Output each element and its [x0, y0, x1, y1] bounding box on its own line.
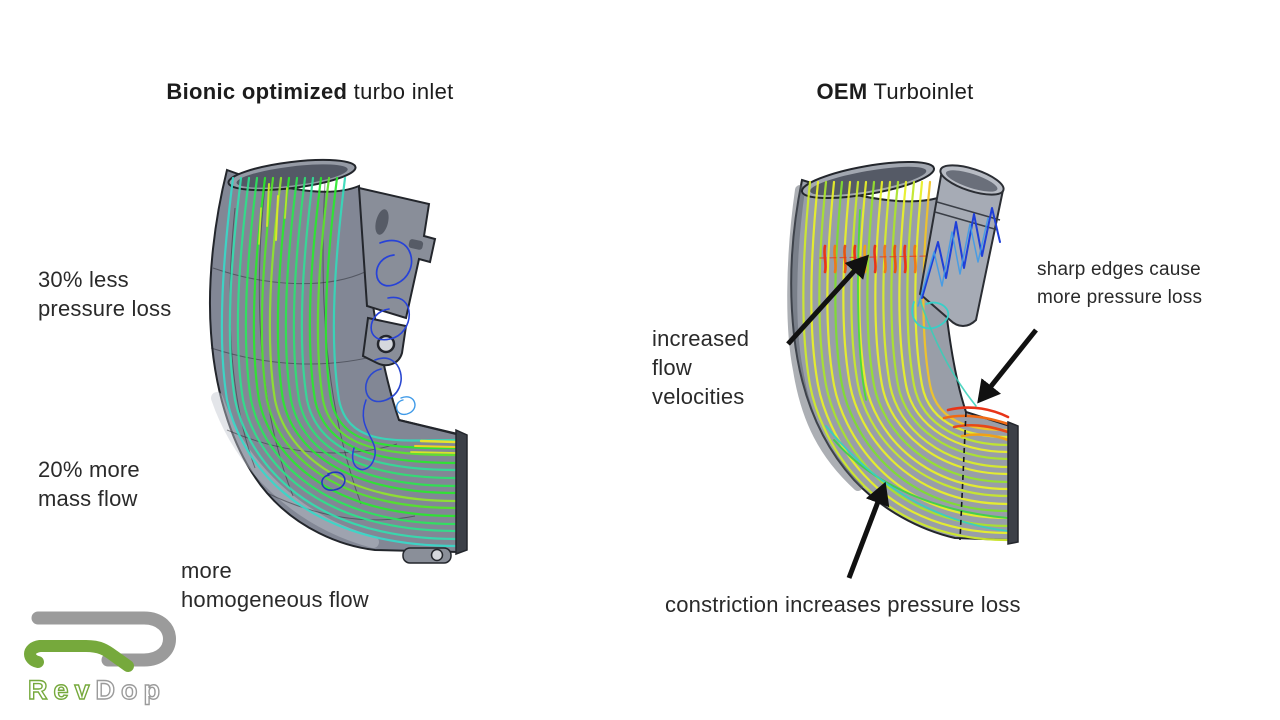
note-constriction: constriction increases pressure loss: [665, 590, 1021, 619]
note-homogeneous-flow: more homogeneous flow: [181, 556, 369, 614]
note-increased-velocities: increased flow velocities: [652, 324, 749, 411]
left-title-regular: turbo inlet: [347, 79, 454, 104]
pipe-shading: [787, 185, 863, 491]
inlet-rim: [227, 158, 357, 192]
mounting-bracket: [357, 186, 437, 367]
note-line: constriction increases pressure loss: [665, 592, 1021, 617]
blue-swirls: [321, 239, 416, 491]
inlet-rim: [800, 160, 936, 200]
outlet-cut-line: [959, 411, 967, 541]
note-line: velocities: [652, 384, 745, 409]
blue-swirls: [911, 207, 1001, 407]
wordmark-dop: Dop: [96, 675, 166, 705]
streamlines-yellow: [802, 180, 1010, 542]
note-line: more pressure loss: [1037, 287, 1203, 308]
note-sharp-edges: sharp edges cause more pressure loss: [1037, 256, 1202, 312]
note-pressure-loss: 30% less pressure loss: [38, 265, 171, 323]
outlet-flange: [1007, 420, 1019, 545]
lower-mount-hole: [430, 548, 444, 562]
wordmark-rev: Rev: [28, 675, 96, 705]
yellow-accents: [258, 183, 458, 454]
note-line: 30% less: [38, 267, 129, 292]
note-line: 20% more: [38, 457, 140, 482]
monogram-r: [24, 640, 134, 672]
note-line: increased: [652, 326, 750, 351]
outlet-top-edge: [398, 419, 457, 435]
streamlines-green-cyan: [220, 176, 458, 548]
note-line: sharp edges cause: [1037, 259, 1201, 280]
left-title: Bionic optimized turbo inlet: [166, 79, 453, 105]
revdop-monogram: [24, 611, 176, 672]
pipe-sheen: [211, 392, 379, 548]
monogram-d: [31, 611, 176, 667]
revdop-logo: RevDop: [24, 611, 176, 706]
note-line: mass flow: [38, 486, 138, 511]
oem-cfd-figure: [787, 160, 1019, 545]
note-line: pressure loss: [38, 296, 172, 321]
revdop-wordmark: RevDop: [28, 675, 166, 705]
outlet-flange: [455, 428, 468, 556]
right-title-bold: OEM: [816, 79, 868, 104]
note-line: more: [181, 558, 232, 583]
red-outlet-zone: [942, 406, 1010, 442]
right-title-regular: Turboinlet: [867, 79, 974, 104]
left-title-bold: Bionic optimized: [166, 79, 348, 104]
lower-mount-tab: [402, 547, 452, 564]
right-title: OEM Turboinlet: [816, 79, 973, 105]
note-line: flow: [652, 355, 692, 380]
note-mass-flow: 20% more mass flow: [38, 455, 140, 513]
branch-pipe: [918, 164, 1005, 327]
note-line: homogeneous flow: [181, 587, 369, 612]
bionic-cfd-figure: [208, 158, 468, 564]
